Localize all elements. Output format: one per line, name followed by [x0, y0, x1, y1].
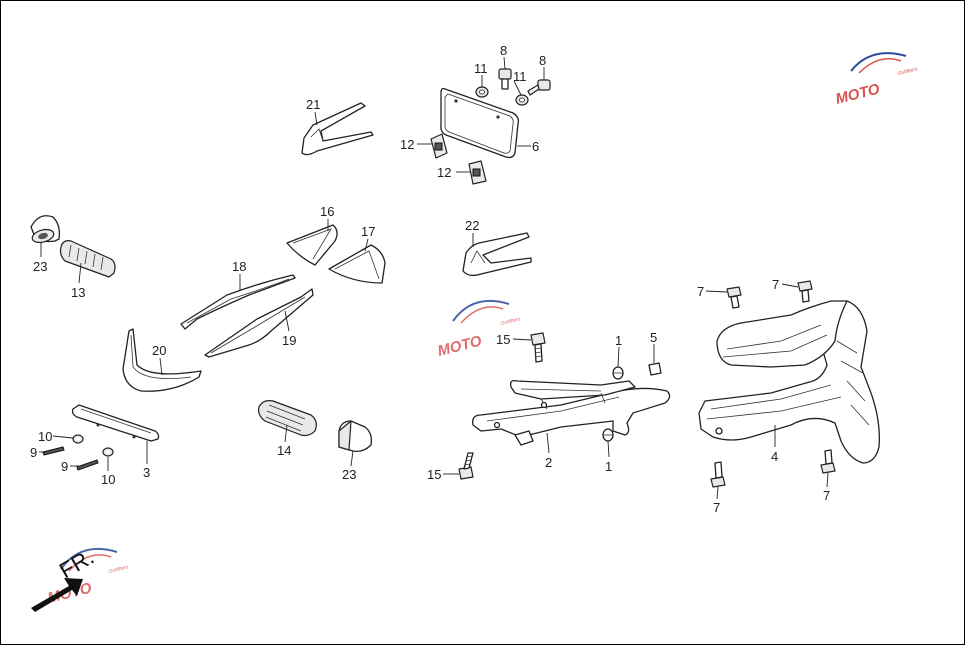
part-7-bolt-b	[797, 280, 813, 303]
part-16-cover	[286, 224, 338, 266]
part-10-washer-a	[72, 434, 84, 444]
callout-9: 9	[30, 445, 37, 460]
part-22-bracket	[462, 232, 532, 277]
part-17-cover	[328, 244, 386, 284]
watermark-subtext: Outfitters	[500, 316, 522, 327]
part-8-bolt-a	[498, 68, 512, 90]
callout-19: 19	[282, 333, 296, 348]
callout-18: 18	[232, 259, 246, 274]
callout-4: 4	[771, 449, 778, 464]
callout-17: 17	[361, 224, 375, 239]
callout-15: 15	[427, 467, 441, 482]
part-9-screw-b	[76, 459, 99, 471]
callout-15: 15	[496, 332, 510, 347]
part-2-frame	[472, 379, 671, 446]
watermark-center: MOTO Outfitters	[436, 300, 522, 360]
part-12-nut-b	[468, 160, 487, 185]
part-4-fender	[698, 300, 880, 464]
part-23-grip-end-b	[338, 420, 373, 453]
callout-22: 22	[465, 218, 479, 233]
leader-lines	[39, 56, 829, 500]
part-12-nut-a	[430, 133, 448, 159]
part-7-bolt-a	[726, 286, 742, 309]
callout-8: 8	[539, 53, 546, 68]
part-6-plate	[440, 87, 520, 159]
callout-10: 10	[38, 429, 52, 444]
part-19-trim	[204, 288, 314, 358]
callout-3: 3	[143, 465, 150, 480]
callout-8: 8	[500, 43, 507, 58]
part-9-screw-a	[42, 446, 65, 456]
callout-7: 7	[713, 500, 720, 515]
part-18-trim	[180, 274, 296, 330]
callout-1: 1	[615, 333, 622, 348]
part-11-washer-a	[475, 86, 489, 98]
part-7-bolt-d	[820, 449, 836, 474]
callout-11: 11	[474, 61, 488, 76]
part-5-clip	[648, 362, 662, 376]
callout-16: 16	[320, 204, 334, 219]
part-8-bolt-b	[527, 79, 551, 96]
watermark-text: MOTO	[834, 80, 882, 107]
part-1-grommet-b	[602, 428, 614, 442]
part-14-grip	[258, 400, 317, 437]
callout-12: 12	[400, 137, 414, 152]
part-3-plate	[71, 404, 160, 442]
callout-13: 13	[71, 285, 85, 300]
part-7-bolt-c	[710, 461, 726, 488]
part-23-grip-end-a	[30, 215, 61, 244]
part-21-bracket	[301, 102, 374, 156]
callout-labels: 21 8 8 11 11 12 12 6 16 17 22 23 13 18 1…	[30, 43, 830, 515]
part-11-washer-b	[515, 94, 529, 106]
part-13-grip	[59, 240, 116, 278]
callout-20: 20	[152, 343, 166, 358]
callout-23: 23	[33, 259, 47, 274]
part-1-grommet-a	[612, 366, 624, 380]
callout-2: 2	[545, 455, 552, 470]
watermark-subtext: Outfitters	[897, 66, 919, 77]
watermark-text: MOTO	[436, 332, 484, 359]
part-20-trim	[122, 328, 202, 392]
callout-12: 12	[437, 165, 451, 180]
callout-7: 7	[823, 488, 830, 503]
callout-9: 9	[61, 459, 68, 474]
part-15-bolt-a	[530, 332, 546, 363]
callout-1: 1	[605, 459, 612, 474]
callout-23: 23	[342, 467, 356, 482]
part-15-bolt-b	[458, 452, 474, 480]
callout-21: 21	[306, 97, 320, 112]
callout-6: 6	[532, 139, 539, 154]
front-arrow-icon	[31, 578, 83, 612]
callout-7: 7	[772, 277, 779, 292]
callout-5: 5	[650, 330, 657, 345]
callout-10: 10	[101, 472, 115, 487]
callout-14: 14	[277, 443, 291, 458]
callout-7: 7	[697, 284, 704, 299]
watermark-top-right: MOTO Outfitters	[834, 52, 919, 108]
callout-11: 11	[513, 69, 527, 84]
part-10-washer-b	[102, 447, 114, 457]
watermark-subtext: Outfitters	[108, 564, 130, 575]
